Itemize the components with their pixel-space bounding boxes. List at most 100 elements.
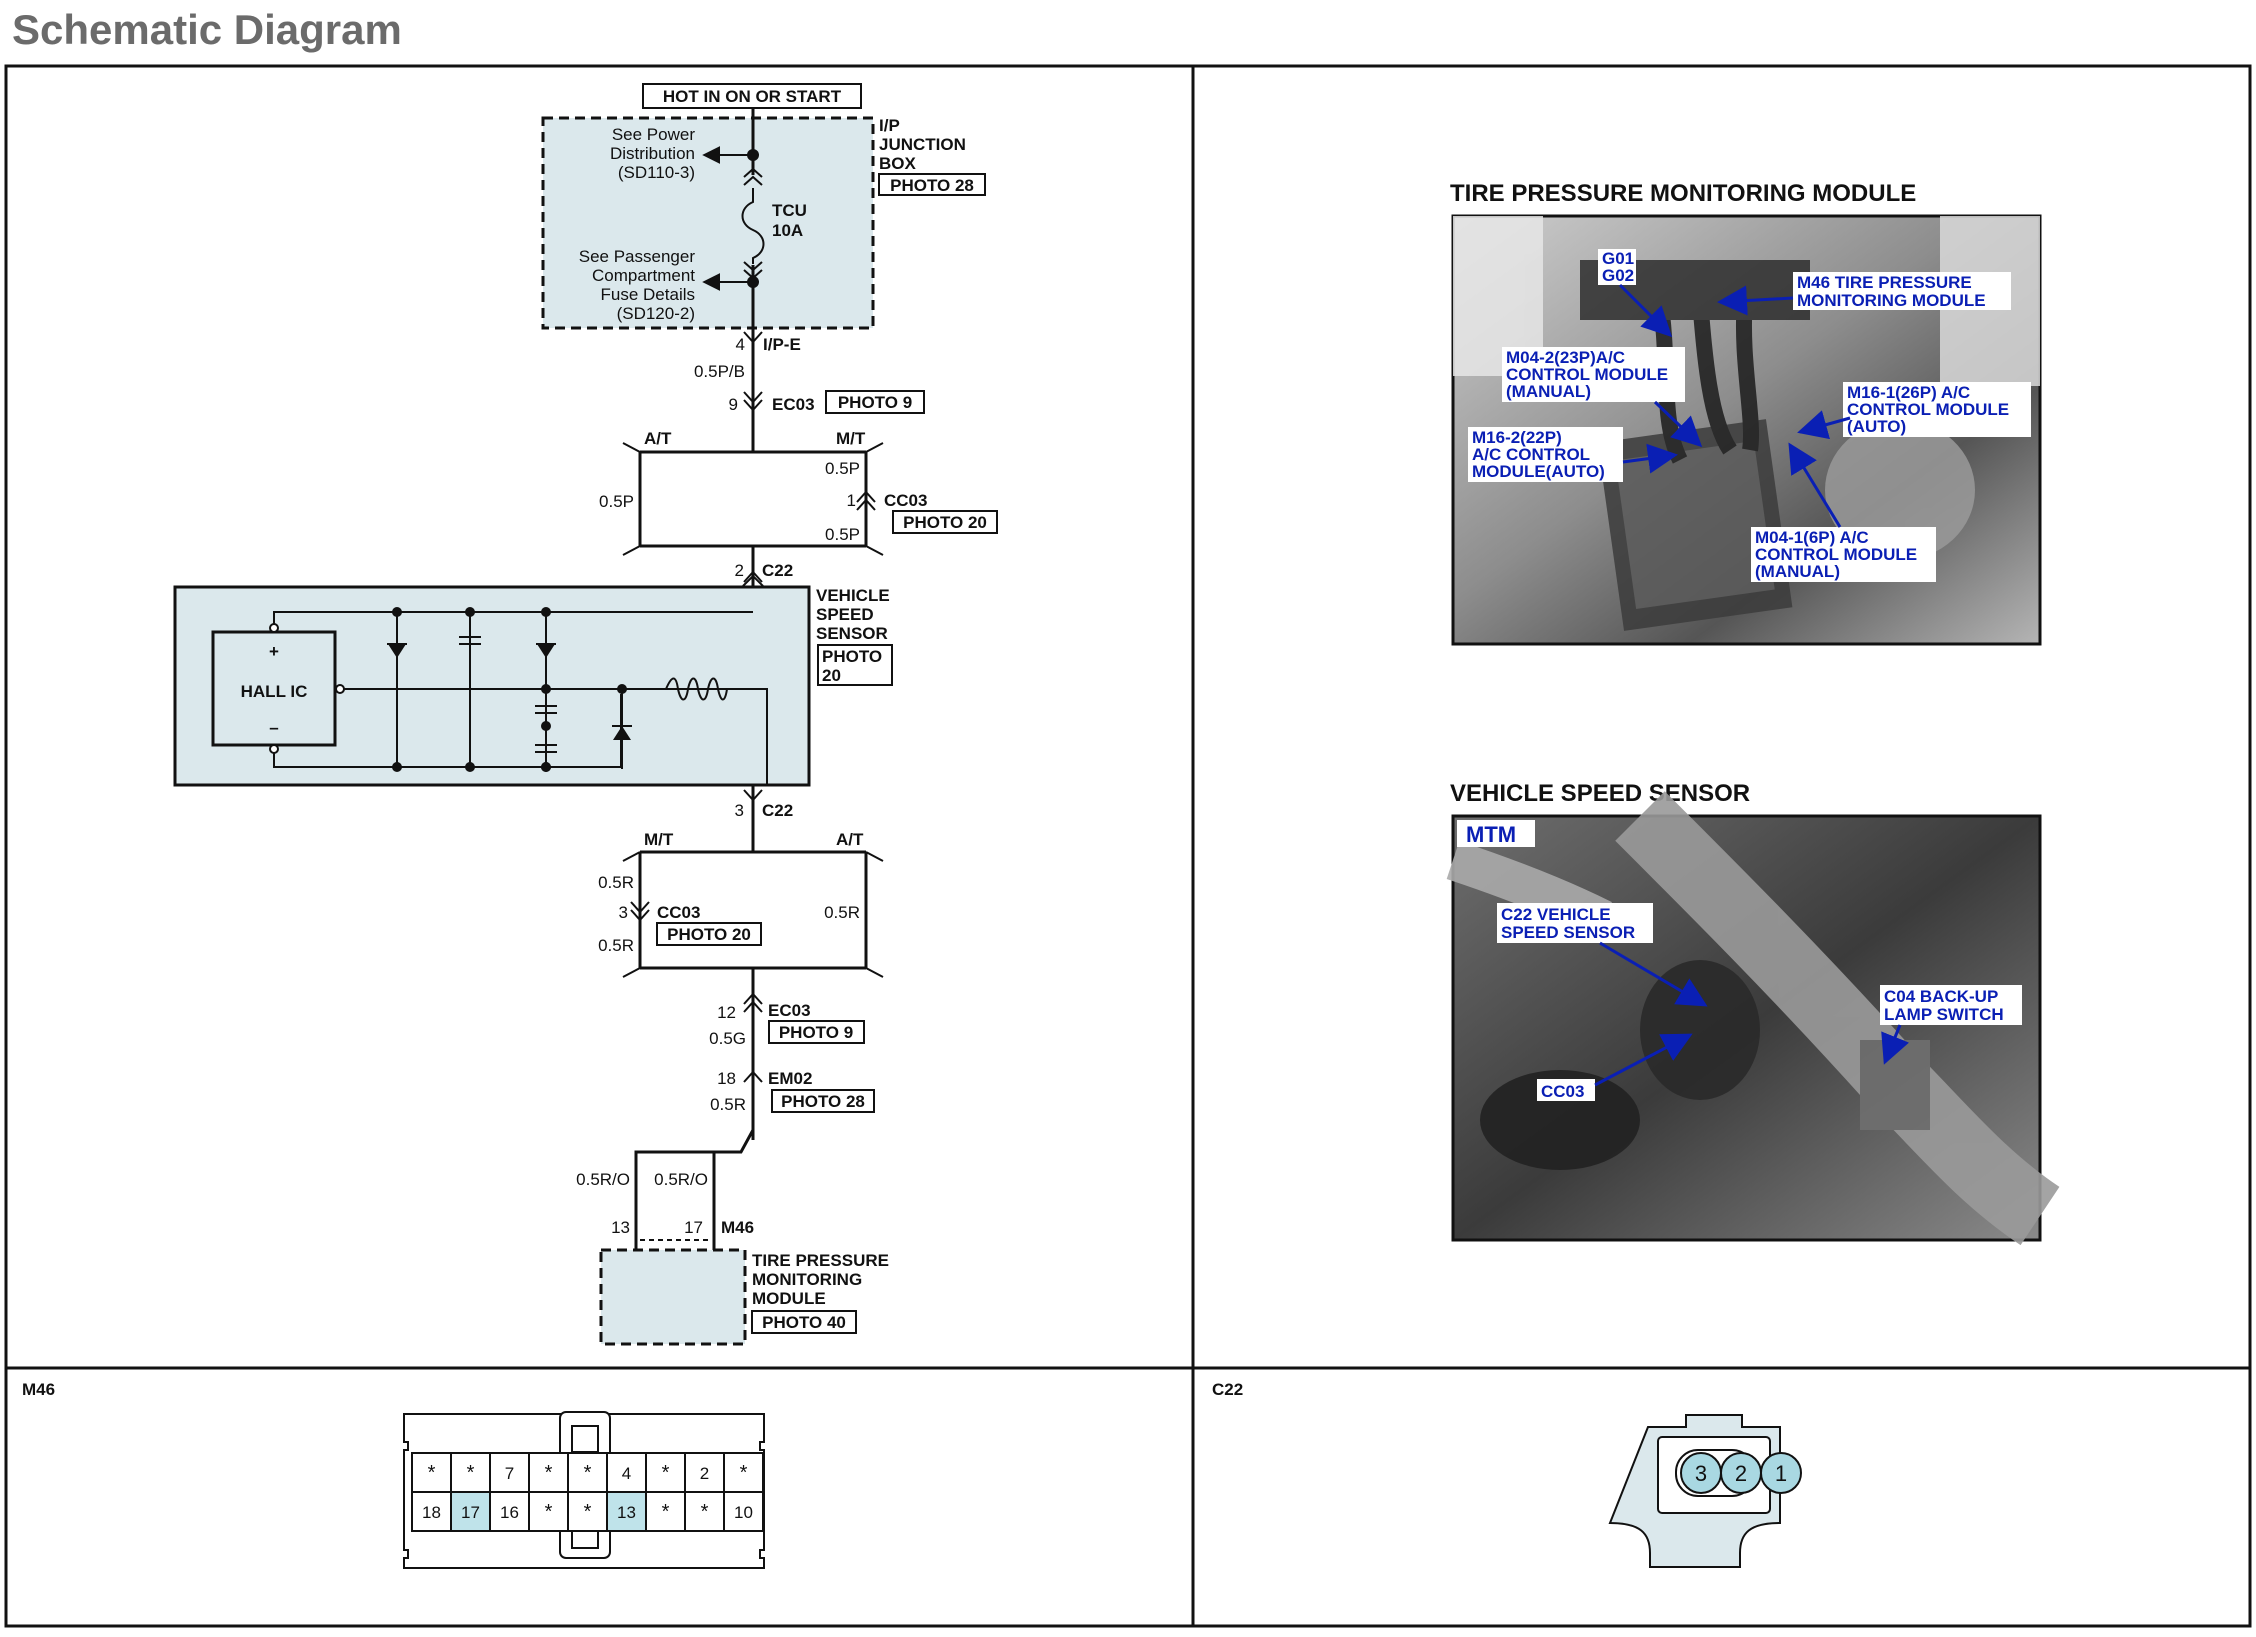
junction-box-photo-box [878, 173, 986, 196]
callout-g02: G02 [1602, 266, 1634, 285]
callout-m46-1: M46 TIRE PRESSURE [1797, 273, 1972, 292]
junction-box-photo: PHOTO 28 [890, 176, 974, 195]
m46-pin-label: * [662, 1501, 670, 1523]
lower-right-wire: 0.5R [824, 903, 860, 922]
callout-m04-1-3: (MANUAL) [1755, 562, 1840, 581]
lower-left-label: M/T [644, 830, 674, 849]
m46-pin-cell [450, 1491, 491, 1532]
m46-pin-label: 17 [461, 1503, 480, 1522]
upper-right-label: M/T [836, 429, 866, 448]
junction-box-name-3: BOX [879, 154, 917, 173]
cc03-lower-connector [630, 901, 650, 922]
upper-left-wire: 0.5P [599, 492, 634, 511]
ec03-top-pin: 9 [729, 395, 738, 414]
tpms-name-2: MONITORING [752, 1270, 862, 1289]
fuse-rating: 10A [772, 221, 803, 240]
c22-top-pin: 2 [735, 561, 744, 580]
fuse-ref-2: Compartment [592, 266, 695, 285]
m46-pin-label: 16 [500, 1503, 519, 1522]
m46-pin-label: * [467, 1462, 475, 1484]
ec03-bottom-wire: 0.5G [709, 1029, 746, 1048]
cc03-upper-photo: PHOTO 20 [903, 513, 987, 532]
photo-panel-vss: VEHICLE SPEED SENSOR MTM C22 VEHICLE SPE… [1446, 780, 2060, 1246]
hot-label-box [642, 83, 862, 109]
split-wire-left-label: 0.5R/O [576, 1170, 630, 1189]
photo-panel-vss-title: VEHICLE SPEED SENSOR [1450, 780, 1750, 807]
ec03-bottom-photo: PHOTO 9 [779, 1023, 853, 1042]
fuse-name: TCU [772, 201, 807, 220]
diode-icon [387, 643, 632, 740]
ec03-top-photo: PHOTO 9 [838, 393, 912, 412]
cc03-upper-pin: 1 [847, 491, 856, 510]
m46-pin-label: * [701, 1501, 709, 1523]
ip-e-name: I/P-E [763, 335, 801, 354]
hall-ic-minus: – [269, 718, 278, 737]
hot-label: HOT IN ON OR START [663, 87, 842, 106]
c22-bottom-name: C22 [762, 801, 793, 820]
ec03-top-connector [743, 391, 763, 412]
ec03-bottom-name: EC03 [768, 1001, 811, 1020]
vss-name-1: VEHICLE [816, 586, 890, 605]
split-wire-left [634, 1129, 755, 1250]
upper-right-wire-top: 0.5P [825, 459, 860, 478]
c22-bottom-pin: 3 [735, 801, 744, 820]
m46-pin-label: * [545, 1501, 553, 1523]
photo-panel-tpms-title: TIRE PRESSURE MONITORING MODULE [1450, 180, 1916, 207]
vss-photo-1: PHOTO [822, 647, 882, 666]
m46-pin-cell [606, 1452, 647, 1493]
callout-m04-1-2: CONTROL MODULE [1755, 545, 1917, 564]
ip-e-wire: 0.5P/B [694, 362, 745, 381]
callout-m04-1-1: M04-1(6P) A/C [1755, 528, 1869, 547]
ec03-bottom-pin: 12 [717, 1003, 736, 1022]
callout-c04-2: LAMP SWITCH [1884, 1005, 2004, 1024]
fuse-ref-1: See Passenger [579, 247, 696, 266]
em02-photo: PHOTO 28 [781, 1092, 865, 1111]
cc03-upper-name: CC03 [884, 491, 927, 510]
lower-left-wire-top: 0.5R [598, 873, 634, 892]
c22-top-name: C22 [762, 561, 793, 580]
schematic-diagram: HOT IN ON OR START I/P JUNCTION BOX PHOT… [173, 83, 998, 1346]
vss-name-2: SPEED [816, 605, 874, 624]
callout-m16-1-2: CONTROL MODULE [1847, 400, 2009, 419]
cc03-lower-photo: PHOTO 20 [667, 925, 751, 944]
c22-pin-label: 1 [1775, 1461, 1787, 1486]
m46-pin-cell [567, 1452, 608, 1493]
em02-pin: 18 [717, 1069, 736, 1088]
m46-pin-label: * [545, 1462, 553, 1484]
m46-pin-label: 13 [617, 1503, 636, 1522]
callout-m46-2: MONITORING MODULE [1797, 291, 1986, 310]
tpms-photo: PHOTO 40 [762, 1313, 846, 1332]
fuse-top-terminal [743, 167, 763, 186]
page-title: Schematic Diagram [12, 6, 402, 53]
m46-pin-cell [723, 1491, 764, 1532]
callout-m16-2-3: MODULE(AUTO) [1472, 462, 1605, 481]
c22-pin-label: 3 [1695, 1461, 1707, 1486]
tpms-module-box [599, 1248, 747, 1346]
callout-cc03: CC03 [1541, 1082, 1584, 1101]
m46-pin-label: * [740, 1462, 748, 1484]
power-ref-3: (SD110-3) [618, 163, 695, 182]
callout-c22-1: C22 VEHICLE [1501, 905, 1611, 924]
m46-pin-label: * [584, 1501, 592, 1523]
callout-m04-2-2: CONTROL MODULE [1506, 365, 1668, 384]
fuse-ref-4: (SD120-2) [617, 304, 695, 323]
junction-box-name-1: I/P [879, 116, 900, 135]
junction-box [541, 116, 875, 330]
tpms-name-1: TIRE PRESSURE [752, 1251, 889, 1270]
ip-e-connector [743, 331, 763, 344]
callout-m16-1-3: (AUTO) [1847, 417, 1906, 436]
vss-circuit-nodes [392, 607, 627, 772]
m46-pin-left: 13 [611, 1218, 630, 1237]
em02-wire: 0.5R [710, 1095, 746, 1114]
lower-right-label: A/T [836, 830, 864, 849]
m46-pin-cell [567, 1491, 608, 1532]
m46-pin-right: 17 [684, 1218, 703, 1237]
callout-g01: G01 [1602, 249, 1634, 268]
junction-box-name-2: JUNCTION [879, 135, 966, 154]
callout-m04-2-3: (MANUAL) [1506, 382, 1591, 401]
cc03-lower-name: CC03 [657, 903, 700, 922]
